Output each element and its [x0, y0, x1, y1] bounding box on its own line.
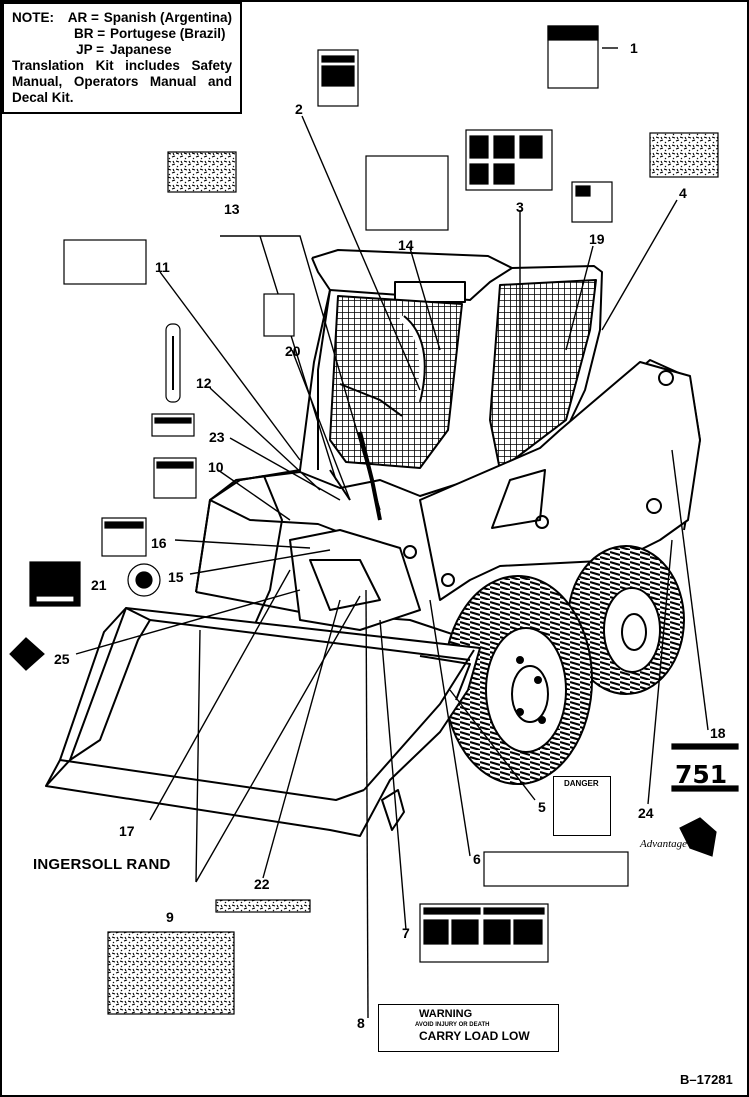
callout-21: 21	[91, 577, 107, 593]
callout-10: 10	[208, 459, 224, 475]
language-name: Spanish (Argentina)	[103, 10, 232, 25]
callout-24: 24	[638, 805, 654, 821]
callout-15: 15	[168, 569, 184, 585]
warning-title: WARNING	[419, 1008, 473, 1020]
callout-17: 17	[119, 823, 135, 839]
callout-14: 14	[398, 237, 414, 253]
note-label: NOTE:	[12, 10, 54, 25]
language-code: AR =	[67, 10, 99, 25]
danger-decal: DANGER	[553, 776, 611, 836]
callout-6: 6	[473, 851, 481, 867]
callout-20: 20	[285, 343, 301, 359]
callout-23: 23	[209, 429, 225, 445]
callout-22: 22	[254, 876, 270, 892]
callout-7: 7	[402, 925, 410, 941]
carry-load-low-decal: WARNING AVOID INJURY OR DEATH CARRY LOAD…	[378, 1004, 559, 1052]
drawing-reference: B–17281	[680, 1072, 733, 1087]
language-name: Japanese	[110, 42, 172, 57]
advantage-decal: Advantage	[640, 838, 688, 850]
callout-3: 3	[516, 199, 524, 215]
callout-18: 18	[710, 725, 726, 741]
brand-label: INGERSOLL RAND	[33, 856, 171, 873]
callout-4: 4	[679, 185, 687, 201]
callout-9: 9	[166, 909, 174, 925]
callout-11: 11	[155, 259, 170, 275]
translation-kit-text: Translation Kit includes Safety Manual, …	[12, 58, 232, 105]
callout-16: 16	[151, 535, 167, 551]
callout-1: 1	[630, 40, 638, 56]
callout-25: 25	[54, 651, 70, 667]
callout-2: 2	[295, 101, 303, 117]
warning-subtitle: AVOID INJURY OR DEATH	[415, 1022, 490, 1028]
callout-5: 5	[538, 799, 546, 815]
warning-main: CARRY LOAD LOW	[419, 1029, 530, 1043]
note-box: NOTE: AR = Spanish (Argentina) BR = Portuge…	[2, 2, 242, 114]
language-code: BR =	[74, 26, 106, 41]
language-code: JP =	[76, 42, 104, 57]
model-number: 751	[675, 760, 728, 789]
callout-19: 19	[589, 231, 605, 247]
callout-8: 8	[357, 1015, 365, 1031]
callout-13: 13	[224, 201, 240, 217]
callout-12: 12	[196, 375, 212, 391]
danger-title: DANGER	[564, 779, 599, 788]
language-name: Portugese (Brazil)	[110, 26, 226, 41]
